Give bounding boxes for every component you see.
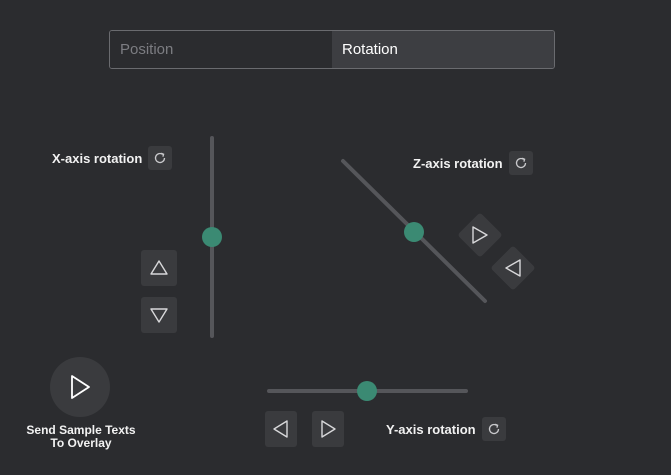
x-axis-reset-button[interactable] — [148, 146, 172, 170]
y-axis-rotation-label: Y-axis rotation — [386, 422, 476, 437]
tab-position[interactable]: Position — [110, 31, 332, 68]
z-axis-reset-button[interactable] — [509, 151, 533, 175]
triangle-right-icon — [472, 226, 488, 244]
reset-icon — [515, 157, 527, 169]
z-axis-slider-thumb[interactable] — [404, 222, 424, 242]
x-axis-increase-button[interactable] — [141, 250, 177, 286]
x-axis-rotation-label: X-axis rotation — [52, 151, 143, 166]
y-axis-reset-button[interactable] — [482, 417, 506, 441]
y-axis-slider-thumb[interactable] — [357, 381, 377, 401]
x-axis-slider-thumb[interactable] — [202, 227, 222, 247]
triangle-up-icon — [150, 260, 168, 275]
z-axis-rotation-label: Z-axis rotation — [413, 156, 503, 171]
z-axis-rotate-counterclockwise-button[interactable] — [490, 245, 536, 291]
send-sample-texts-label: Send Sample Texts To Overlay — [26, 423, 136, 450]
reset-icon — [154, 152, 166, 164]
triangle-left-icon — [273, 420, 288, 438]
x-axis-decrease-button[interactable] — [141, 297, 177, 333]
position-rotation-tabs: Position Rotation — [109, 30, 555, 69]
triangle-down-icon — [150, 308, 168, 323]
triangle-left-icon — [505, 259, 521, 277]
triangle-right-icon — [321, 420, 336, 438]
send-sample-texts-button[interactable] — [50, 357, 110, 417]
play-icon — [71, 375, 90, 399]
z-axis-rotate-clockwise-button[interactable] — [457, 212, 503, 258]
tab-rotation[interactable]: Rotation — [332, 31, 554, 68]
y-axis-left-button[interactable] — [265, 411, 297, 447]
reset-icon — [488, 423, 500, 435]
y-axis-right-button[interactable] — [312, 411, 344, 447]
